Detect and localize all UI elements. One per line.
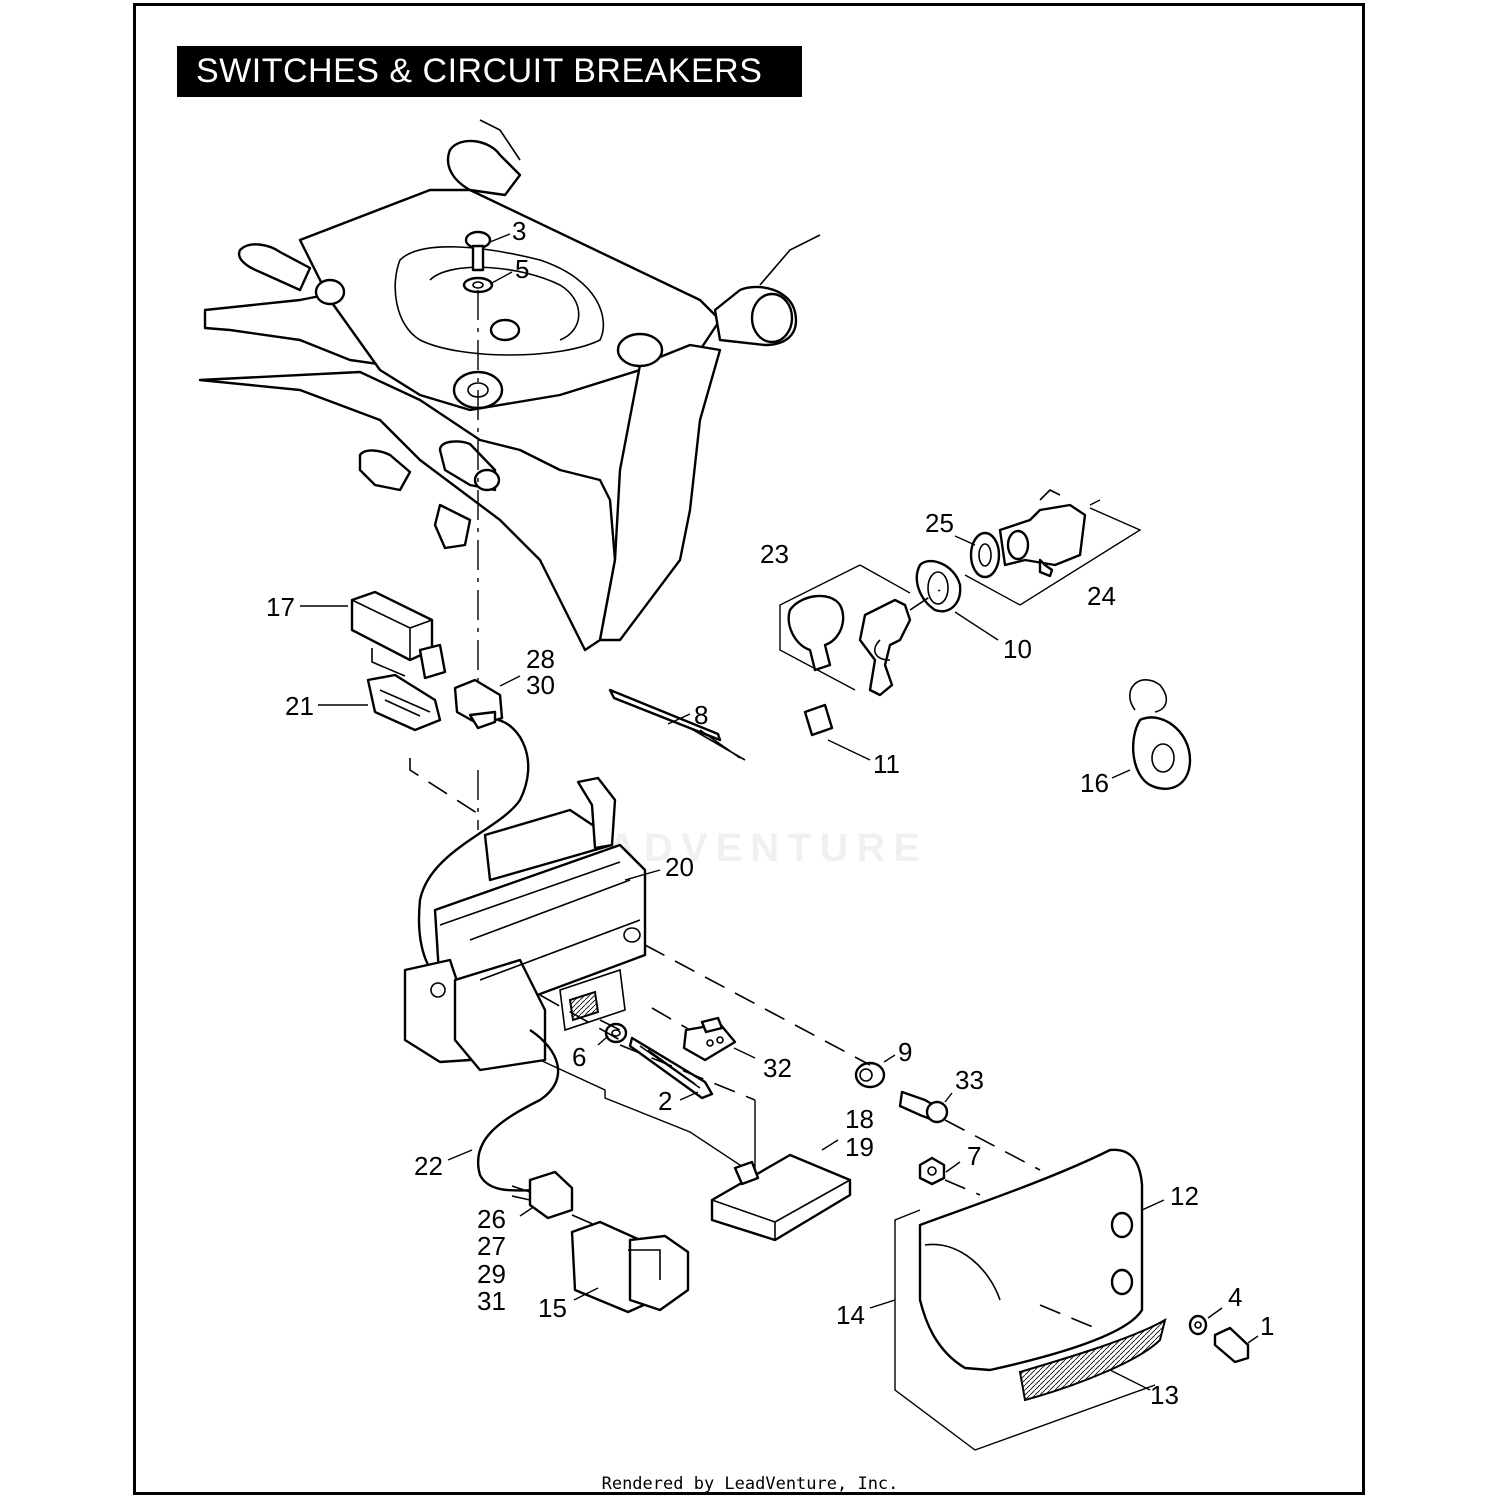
callout-21: 21: [285, 691, 314, 721]
part-32-fuse: [682, 1016, 737, 1062]
callout-29: 29: [477, 1259, 506, 1289]
part-20-electrical-caddy: [403, 776, 647, 1072]
callout-25: 25: [925, 508, 954, 538]
callout-2: 2: [658, 1086, 672, 1116]
callout-32: 32: [763, 1053, 792, 1083]
part-7-nut: [918, 1156, 946, 1186]
part-5-washer: [462, 276, 494, 294]
callout-7: 7: [967, 1141, 981, 1171]
part-15-relay: [570, 1220, 690, 1314]
callout-13: 13: [1150, 1380, 1179, 1410]
footer-credit: Rendered by LeadVenture, Inc.: [601, 1474, 899, 1494]
callout-8: 8: [694, 700, 708, 730]
page-title: SWITCHES & CIRCUIT BREAKERS: [196, 52, 763, 90]
callout-17: 17: [266, 592, 295, 622]
part-18-circuit-breaker: [710, 1153, 852, 1242]
callout-4: 4: [1228, 1282, 1242, 1312]
callout-23: 23: [760, 539, 789, 569]
callout-1: 1: [1260, 1311, 1274, 1341]
callout-5: 5: [515, 254, 529, 284]
frame-assembly: [198, 119, 821, 652]
part-13-medallion: [1018, 1317, 1167, 1402]
part-21-bracket: [366, 648, 442, 732]
part-17-connector: [350, 590, 447, 680]
part-12-cover: [918, 1148, 1144, 1372]
part-10-bezel: [915, 559, 962, 613]
part-33-fuse: [898, 1090, 949, 1124]
callout-labels: 3 5 25 23 24 17 28 30 10 21 8 11 16 20 9…: [266, 216, 1274, 1410]
part-24-ignition-switch: [964, 489, 1142, 606]
callout-31: 31: [477, 1286, 506, 1316]
part-23-lock-set: [779, 564, 941, 697]
callout-26: 26: [477, 1204, 506, 1234]
part-26-connector: [511, 1170, 574, 1220]
part-1-screw: [1213, 1326, 1250, 1364]
part-3-screw: [464, 230, 492, 272]
leader-lines: [300, 233, 1259, 1391]
callout-3: 3: [512, 216, 526, 246]
callout-12: 12: [1170, 1181, 1199, 1211]
callout-11: 11: [873, 749, 900, 779]
callout-30: 30: [526, 670, 555, 700]
callout-24: 24: [1087, 581, 1116, 611]
part-16-key-tag: [1129, 679, 1192, 790]
callout-20: 20: [665, 852, 694, 882]
callout-28: 28: [526, 644, 555, 674]
callout-15: 15: [538, 1293, 567, 1323]
diagram-frame: [133, 3, 1365, 1495]
callout-10: 10: [1003, 634, 1032, 664]
callout-19: 19: [845, 1132, 874, 1162]
callout-18: 18: [845, 1104, 874, 1134]
callout-6: 6: [572, 1042, 586, 1072]
part-9-grommet: [854, 1061, 886, 1089]
part-4-washer: [1188, 1314, 1208, 1336]
callout-14: 14: [836, 1300, 865, 1330]
part-25-nut: [969, 531, 1001, 579]
callout-9: 9: [898, 1037, 912, 1067]
part-8-rod: [608, 688, 746, 761]
part-11-clip: [803, 703, 834, 737]
callout-27: 27: [477, 1231, 506, 1261]
title-bar: [177, 46, 802, 97]
part-28-connector: [453, 678, 504, 730]
callout-33: 33: [955, 1065, 984, 1095]
callout-22: 22: [414, 1151, 443, 1181]
callout-16: 16: [1080, 768, 1109, 798]
